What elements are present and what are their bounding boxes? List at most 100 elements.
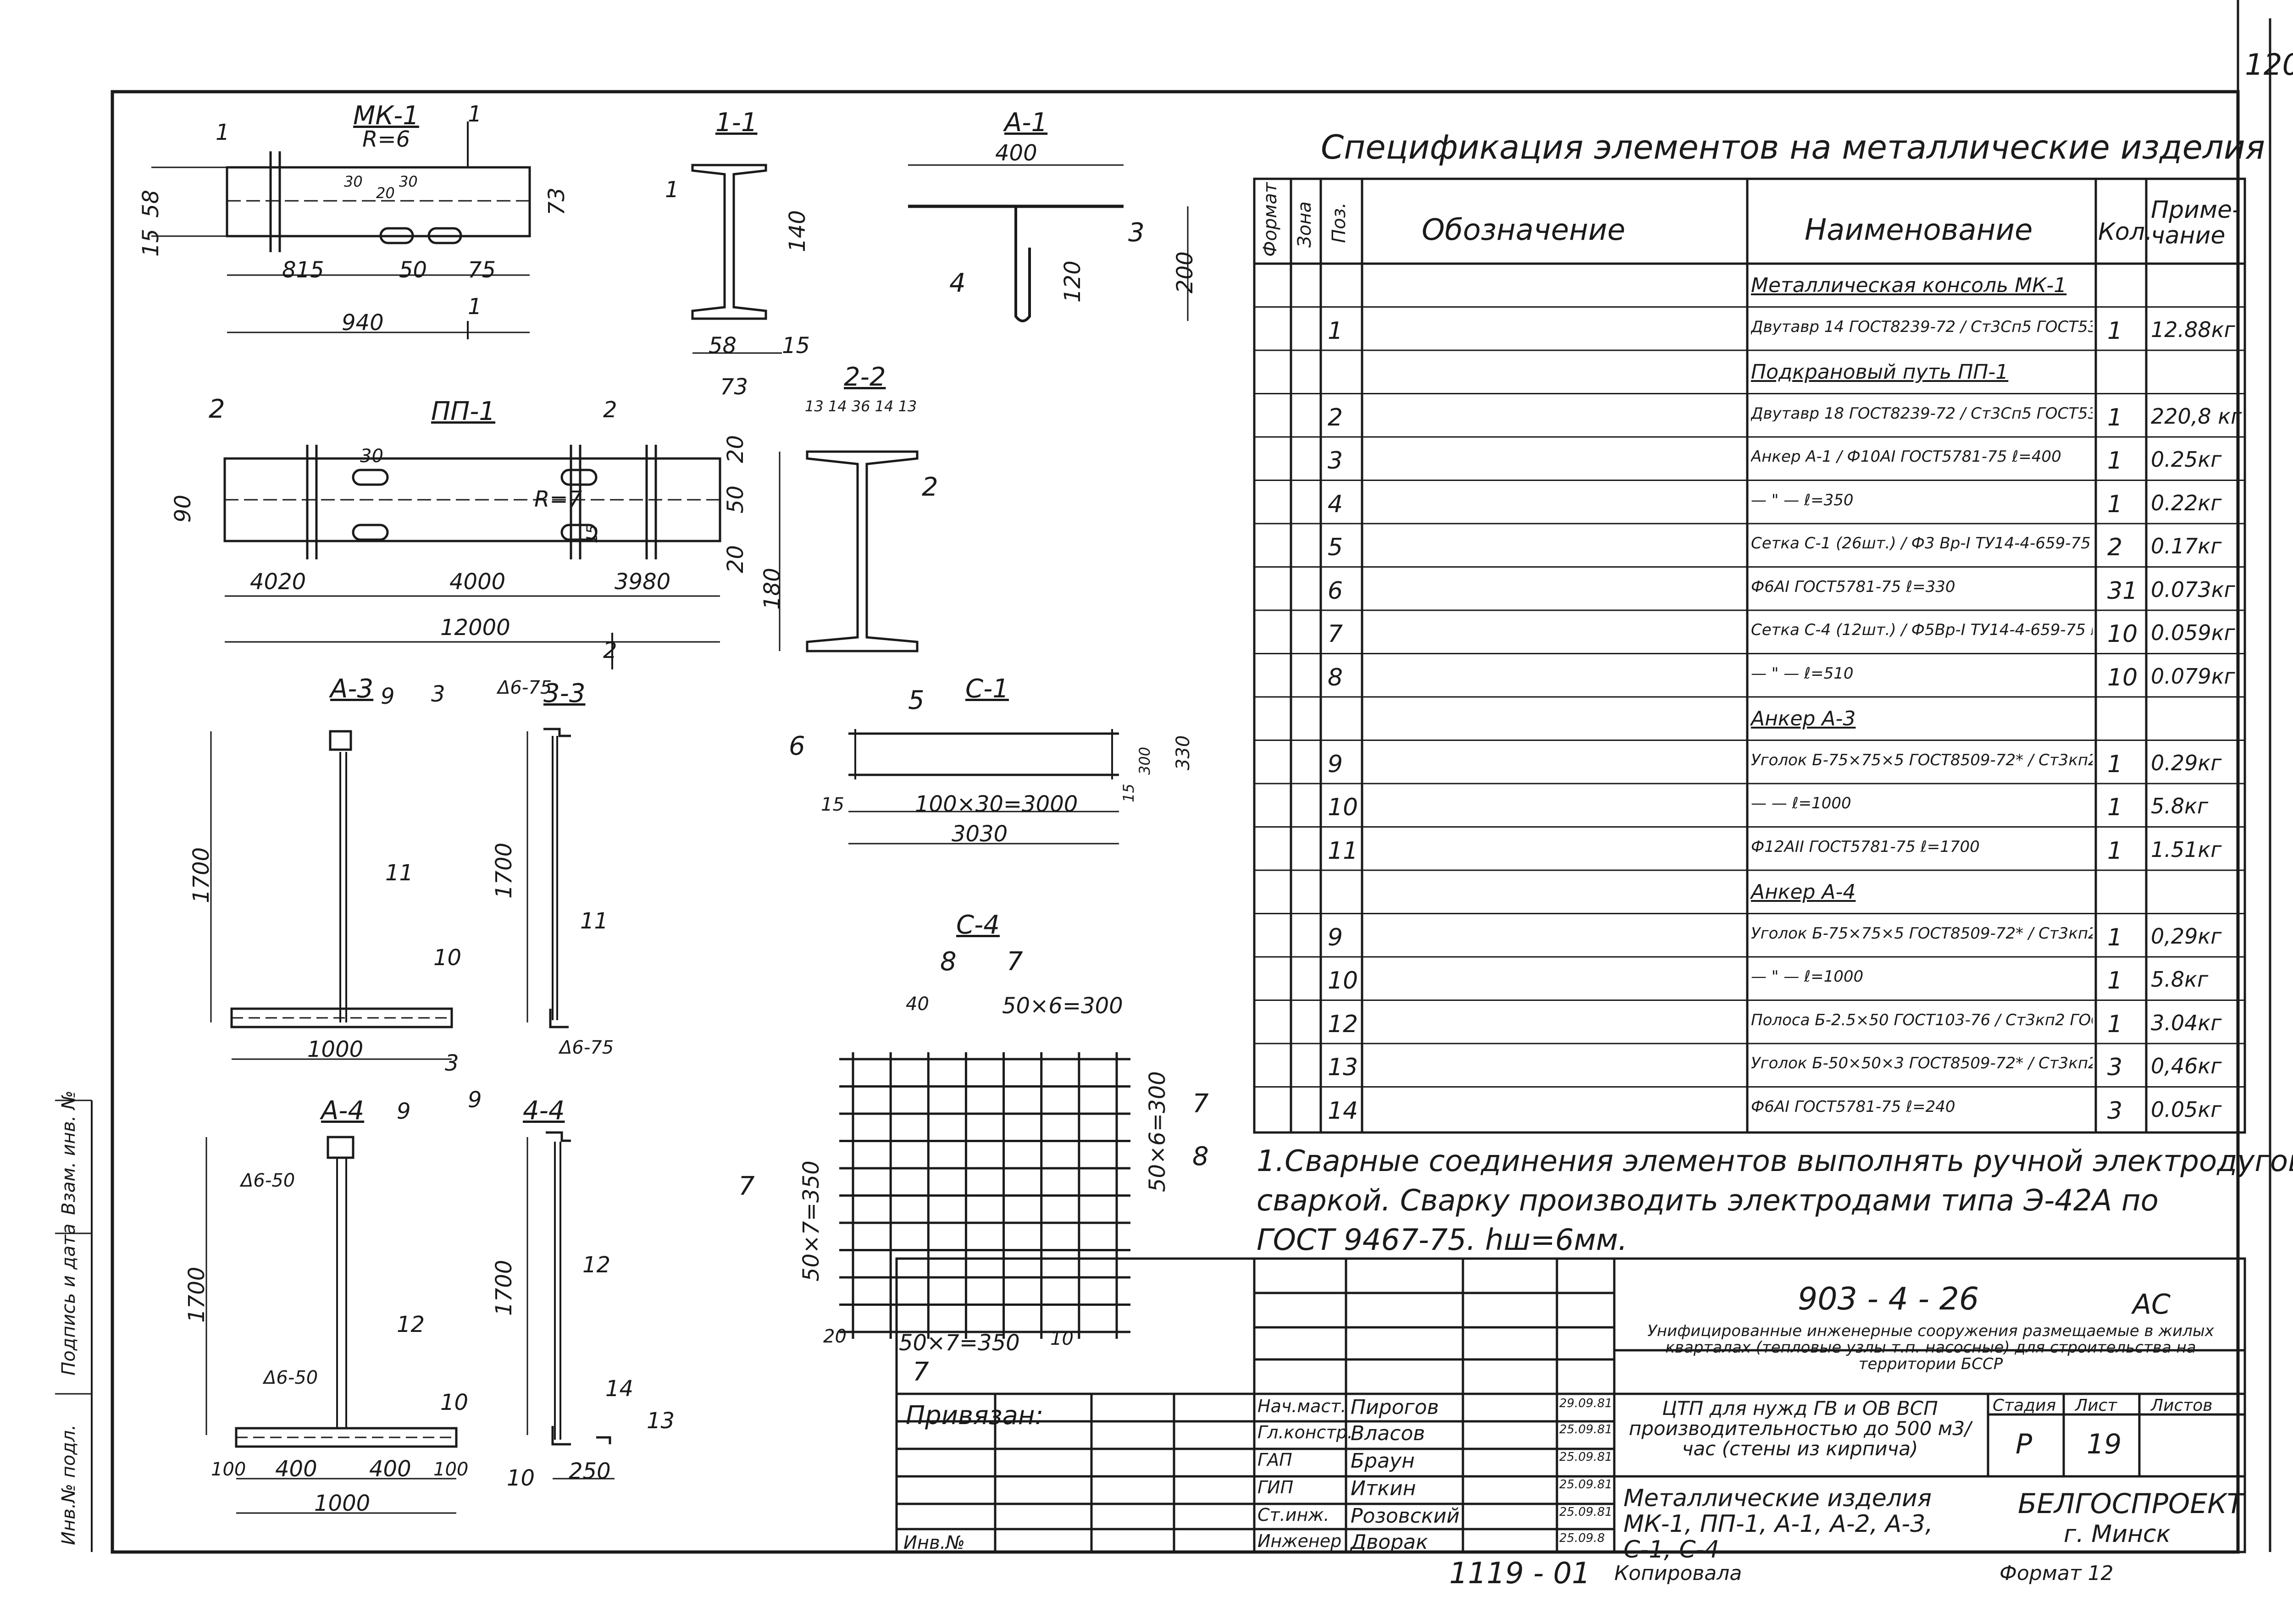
c4-dim-50x6-right: 50×6=300 — [1145, 1071, 1170, 1192]
a3-dim-1700: 1700 — [188, 847, 214, 903]
a4-weld-bottom: Δ6-50 — [264, 1367, 318, 1388]
s11-dim-73: 73 — [720, 374, 748, 400]
c1-title: С-1 — [965, 674, 1009, 704]
pp1-dim-30: 30 — [360, 446, 383, 467]
a1-dim-400: 400 — [995, 140, 1037, 166]
s22-dims: 13 14 36 14 13 — [805, 398, 917, 415]
c4-dim-50x7-bottom: 50×7=350 — [899, 1330, 1020, 1356]
spec-cell-pos: 6 — [1328, 577, 1343, 605]
a4-dim-100a: 100 — [211, 1459, 246, 1480]
c4-dim-20: 20 — [823, 1326, 847, 1347]
c4-pos-7-left: 7 — [738, 1171, 755, 1201]
spec-row-lines — [1254, 306, 2245, 1088]
mk1-dim-58: 58 — [138, 189, 164, 218]
mk1-title: МК-1 — [353, 101, 419, 131]
spec-cell-name: Ф12АII ГОСТ5781-75 ℓ=1700 — [1751, 839, 1980, 855]
pp1-dim-20b: 20 — [723, 545, 748, 573]
spec-cell-pos: 10 — [1328, 794, 1358, 821]
c4-dim-50x7-left: 50×7=350 — [798, 1160, 824, 1282]
pp1-radius: R=7 — [534, 486, 582, 512]
format-label: Формат 12 — [1999, 1562, 2114, 1585]
s44-pos-12: 12 — [582, 1252, 611, 1278]
doc-code: 903 - 4 - 26 — [1798, 1281, 1979, 1317]
a3-pos-11: 11 — [385, 860, 414, 886]
a3-pos-10: 10 — [433, 945, 462, 971]
signer-role: ГИП — [1257, 1477, 1294, 1497]
doc-mark: АС — [2132, 1288, 2171, 1320]
a4-weld-top: Δ6-50 — [241, 1170, 295, 1191]
spec-cell-qty: 1 — [2107, 794, 2123, 821]
spec-cell-pos: 13 — [1328, 1054, 1358, 1081]
a1-dim-200: 200 — [1172, 251, 1198, 293]
a4-dim-400b: 400 — [369, 1456, 411, 1482]
spec-cell-name: Двутавр 18 ГОСТ8239-72 / Ст3Сп5 ГОСТ535-… — [1751, 405, 2093, 421]
spec-cell-name: Уголок Б-75×75×5 ГОСТ8509-72* / Ст3кп2 Г… — [1751, 752, 2093, 768]
spec-cell-pos: 9 — [1328, 923, 1343, 951]
spec-cell-qty: 1 — [2107, 750, 2123, 778]
spec-header-zone: Зона — [1294, 201, 1315, 248]
mk1-dim-30a: 30 — [344, 173, 363, 190]
a1-pos-4: 4 — [949, 268, 966, 298]
s33-pos-11: 11 — [580, 908, 609, 934]
a3-pos-9: 9 — [381, 684, 395, 709]
signer-role: ГАП — [1257, 1450, 1292, 1470]
spec-cell-pos: 11 — [1328, 837, 1358, 865]
c4-pos-7-bottom: 7 — [913, 1357, 929, 1387]
spec-cell-pos: 5 — [1328, 534, 1343, 561]
signer-date: 29.09.81 — [1559, 1397, 1612, 1410]
spec-cell-pos: 7 — [1328, 620, 1343, 648]
c4-dim-10: 10 — [1050, 1328, 1074, 1349]
a4-title: А-4 — [321, 1096, 365, 1126]
pp1-pos: 2 — [209, 394, 225, 424]
signer-date: 25.09.81 — [1559, 1505, 1612, 1519]
spec-header-pos: Поз. — [1329, 202, 1350, 243]
spec-cell-note: 0.29кг — [2151, 750, 2222, 775]
mk1-drawing — [151, 122, 531, 339]
spec-cell-pos: 8 — [1328, 663, 1343, 691]
spec-cell-qty: 1 — [2107, 317, 2123, 345]
stage-label: Стадия — [1993, 1396, 2056, 1415]
side-inv-dup: Взам. инв. № — [58, 1090, 79, 1215]
a1-pos-3: 3 — [1128, 218, 1145, 248]
s33-weld-bottom: Δ6-75 — [559, 1037, 614, 1058]
spec-cell-note: 0,29кг — [2151, 923, 2222, 949]
signer-date: 25.09.81 — [1559, 1423, 1612, 1436]
a4-dim-1000: 1000 — [314, 1491, 371, 1516]
signer-name: Розовский — [1351, 1504, 1460, 1528]
a4-pos-10: 10 — [440, 1390, 469, 1415]
a3-dim-1000: 1000 — [307, 1037, 364, 1062]
sheet-label: Лист — [2075, 1396, 2117, 1415]
spec-cell-name: — — ℓ=1000 — [1751, 795, 1851, 811]
spec-cell-note: 3.04кг — [2151, 1010, 2222, 1035]
mk1-dim-73: 73 — [544, 187, 570, 215]
spec-cell-pos: 3 — [1328, 447, 1343, 475]
general-note: 1.Сварные соединения элементов выполнять… — [1257, 1142, 2293, 1260]
mk1-dim-30b: 30 — [399, 173, 418, 190]
spec-cell-note: 0.22кг — [2151, 490, 2222, 515]
spec-header-name: Наименование — [1805, 213, 2033, 247]
side-stamp-lines — [55, 1099, 93, 1552]
pp1-dim-50: 50 — [723, 485, 748, 514]
signer-name: Иткин — [1351, 1477, 1416, 1500]
c1-dim-330: 330 — [1173, 735, 1194, 770]
signer-role: Инженер — [1257, 1531, 1342, 1551]
spec-cell-note: 12.88кг — [2151, 317, 2235, 342]
a1-title: А-1 — [1004, 108, 1048, 138]
spec-cell-pos: 4 — [1328, 490, 1343, 518]
pp1-dim-3980: 3980 — [615, 569, 671, 595]
signer-name: Браун — [1351, 1449, 1415, 1473]
c1-dim-15b: 15 — [1120, 784, 1137, 802]
c4-pos-8-top: 8 — [940, 947, 957, 977]
spec-header-format: Формат — [1260, 182, 1281, 257]
section-2-2-drawing — [779, 450, 919, 652]
spec-cell-qty: 1 — [2107, 967, 2123, 994]
s22-pos: 2 — [922, 472, 938, 502]
spec-cell-qty: 3 — [2107, 1097, 2123, 1125]
copied-label: Копировала — [1614, 1562, 1742, 1585]
c1-dim-15: 15 — [821, 794, 844, 815]
object-name: ЦТП для нужд ГВ и ОВ ВСП производительно… — [1628, 1397, 1972, 1460]
s11-dim-140: 140 — [785, 210, 810, 252]
signer-date: 25.09.81 — [1559, 1450, 1612, 1464]
